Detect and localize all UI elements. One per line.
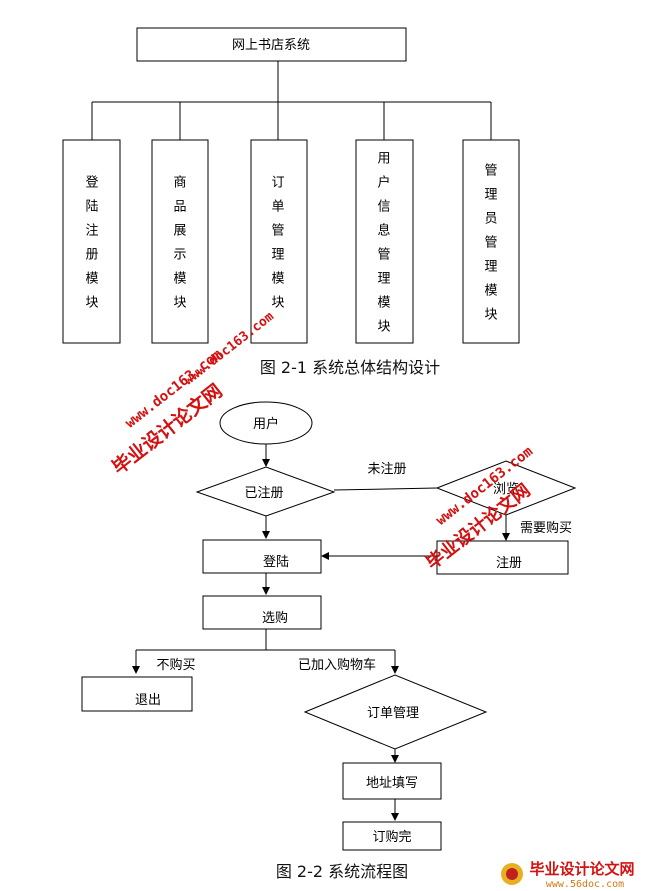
address-box — [342, 762, 442, 800]
start-label: 用户 — [253, 416, 279, 432]
watermark-left: 毕业设计论文网 www.doc163.com — [108, 346, 227, 479]
not-registered-line — [333, 487, 438, 491]
site-logo: 毕业设计论文网 www.56doc.com — [501, 860, 635, 890]
figure2-caption: 图 2-2 系统流程图 — [276, 862, 408, 881]
module-box-userinfo — [355, 139, 414, 344]
module-box-login — [62, 139, 121, 344]
no-buy-label: 不购买 — [156, 657, 195, 673]
structure-diagram: 网上书店系统 登陆注册模块 商品展示模块 订单管理模块 用户信息管理模块 管理员管理模块… — [62, 27, 520, 377]
login-box — [202, 539, 322, 574]
register-label: 注册 — [496, 556, 522, 571]
figure1-caption: 图 2-1 系统总体结构设计 — [260, 358, 440, 377]
root-node-box — [136, 27, 407, 62]
module-label: 商品展示模块 — [173, 176, 186, 311]
module-label: 管理员管理模块 — [484, 164, 497, 323]
done-box — [342, 821, 442, 851]
need-buy-label: 需要购买 — [520, 520, 572, 536]
module-labels: 登陆注册模块 商品展示模块 订单管理模块 用户信息管理模块 管理员管理模块 — [85, 152, 497, 335]
browse-decision — [435, 460, 577, 516]
registered-decision — [195, 466, 336, 517]
module-box-admin — [462, 139, 520, 344]
added-cart-label: 已加入购物车 — [298, 657, 376, 673]
login-label: 登陆 — [263, 554, 289, 570]
registered-label: 已注册 — [244, 486, 283, 501]
logo-url: www.56doc.com — [546, 879, 624, 890]
module-label: 订单管理模块 — [271, 176, 284, 311]
logo-brand: 毕业设计论文网 — [529, 860, 634, 878]
order-manage-decision — [303, 674, 488, 750]
flowchart: 用户 已注册 未注册 浏览 需要购买 注册 登陆 选购 不购买 已加入购物车 — [81, 401, 577, 881]
browse-label: 浏览 — [493, 481, 519, 497]
module-label: 登陆注册模块 — [85, 176, 98, 311]
done-label: 订购完 — [372, 829, 411, 845]
exit-label: 退出 — [135, 693, 161, 708]
not-registered-label: 未注册 — [367, 462, 406, 477]
address-label: 地址填写 — [366, 776, 418, 791]
module-box-products — [151, 139, 209, 344]
module-box-orders — [250, 139, 308, 344]
order-manage-label: 订单管理 — [367, 706, 419, 721]
shop-box — [202, 595, 322, 630]
module-label: 用户信息管理模块 — [377, 152, 390, 335]
register-box — [436, 540, 569, 575]
shop-label: 选购 — [262, 610, 288, 626]
root-node-label: 网上书店系统 — [232, 38, 310, 53]
exit-box — [81, 676, 193, 712]
